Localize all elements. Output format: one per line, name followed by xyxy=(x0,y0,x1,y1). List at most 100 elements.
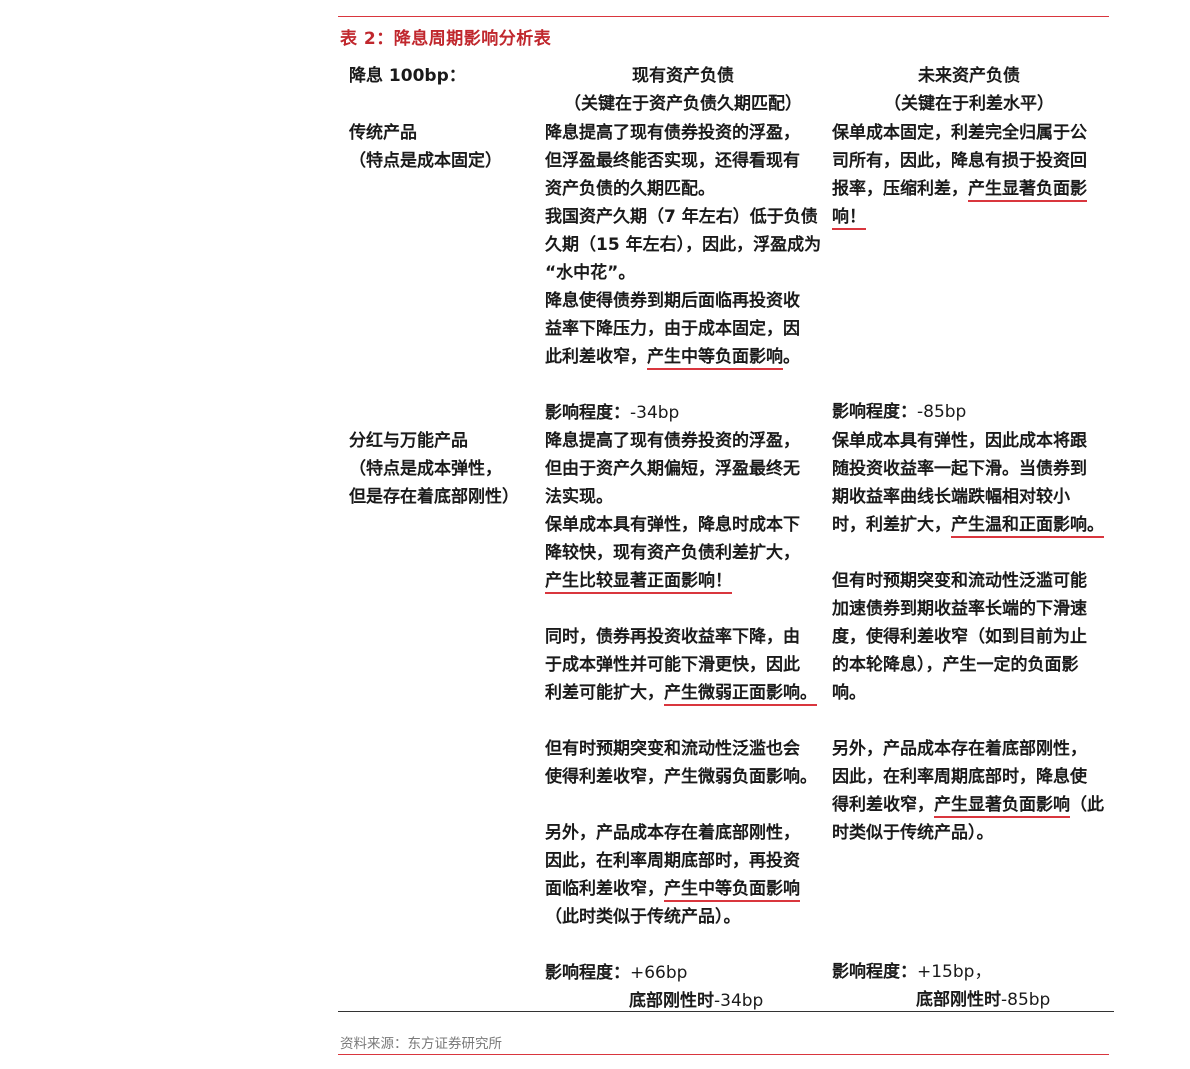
bottom-red-rule xyxy=(338,1054,1109,1055)
impact-line: 影响程度：+66bp xyxy=(545,959,817,987)
highlight-impact: 响！ xyxy=(832,207,866,230)
text-line: 的本轮降息），产生一定的负面影 xyxy=(832,655,1079,675)
text-line: 益率下降压力，由于成本固定，因 xyxy=(545,319,800,339)
text-line: 保单成本具有弹性，因此成本将跟 xyxy=(832,431,1087,451)
text-line: 得利差收窄，产生显著负面影响（此 xyxy=(832,791,1104,819)
highlight-impact: 产生微弱正面影响。 xyxy=(664,683,817,706)
text-line: 久期（15 年左右），因此，浮盈成为 xyxy=(545,235,822,255)
text-line: 因此，在利率周期底部时，降息使 xyxy=(832,767,1087,787)
text-line: 时类似于传统产品）。 xyxy=(832,823,994,843)
text-line: “水中花”。 xyxy=(545,263,636,283)
text-line: （此时类似于传统产品）。 xyxy=(545,907,741,927)
highlight-impact: 产生显著负面影响 xyxy=(934,795,1070,818)
text-line: 面临利差收窄，产生中等负面影响 xyxy=(545,875,817,903)
text-fragment: 时，利差扩大， xyxy=(832,515,951,535)
row2-future-impact: 影响程度：+15bp， 底部刚性时-85bp xyxy=(832,958,1050,1014)
text-line: 但浮盈最终能否实现，还得看现有 xyxy=(545,151,800,171)
text-line: 于成本弹性并可能下滑更快，因此 xyxy=(545,655,800,675)
impact-line-2: 底部刚性时-34bp xyxy=(545,987,817,1015)
text-line: 降息使得债券到期后面临再投资收 xyxy=(545,291,800,311)
text-line: 降息提高了现有债券投资的浮盈， xyxy=(545,123,800,143)
impact-label: 影响程度： xyxy=(832,402,917,422)
text-line: 降较快，现有资产负债利差扩大， xyxy=(545,543,800,563)
text-fragment: 。 xyxy=(783,347,800,367)
text-line: 响。 xyxy=(832,683,866,703)
text-line: 法实现。 xyxy=(545,487,613,507)
text-line: 期收益率曲线长端跌幅相对较小 xyxy=(832,487,1070,507)
highlight-impact: 产生比较显著正面影响！ xyxy=(545,571,732,594)
text-line: 时，利差扩大，产生温和正面影响。 xyxy=(832,511,1104,539)
impact-label: 影响程度： xyxy=(545,963,630,983)
row1-current-cell: 降息提高了现有债券投资的浮盈， 但浮盈最终能否实现，还得看现有 资产负债的久期匹… xyxy=(545,119,821,427)
text-line: 降息提高了现有债券投资的浮盈， xyxy=(545,431,800,451)
text-line: 此利差收窄，产生中等负面影响。 xyxy=(545,343,821,371)
text-fragment: 利差可能扩大， xyxy=(545,683,664,703)
header-future-subtitle: （关键在于利差水平） xyxy=(884,94,1054,114)
header-rate-cut: 降息 100bp： xyxy=(349,66,466,86)
table-bottom-rule xyxy=(338,1011,1114,1012)
text-line: 报率，压缩利差，产生显著负面影 xyxy=(832,175,1087,203)
impact-line: 影响程度：-85bp xyxy=(832,398,966,426)
text-line: 另外，产品成本存在着底部刚性， xyxy=(545,823,800,843)
header-current-subtitle: （关键在于资产负债久期匹配） xyxy=(564,94,802,114)
row-traditional-label: 传统产品 （特点是成本固定） xyxy=(349,119,502,175)
row2-future-cell: 保单成本具有弹性，因此成本将跟 随投资收益率一起下滑。当债券到 期收益率曲线长端… xyxy=(832,427,1104,847)
source-note: 资料来源：东方证券研究所 xyxy=(340,1036,502,1052)
row2-label-title: 分红与万能产品 xyxy=(349,431,468,451)
text-line: 利差可能扩大，产生微弱正面影响。 xyxy=(545,679,817,707)
impact-value: -85bp xyxy=(917,402,967,422)
impact-label: 影响程度： xyxy=(545,403,630,423)
header-col-label: 降息 100bp： xyxy=(349,62,466,90)
text-line: 另外，产品成本存在着底部刚性， xyxy=(832,739,1087,759)
text-fragment: 面临利差收窄， xyxy=(545,879,664,899)
row1-future-cell: 保单成本固定，利差完全归属于公 司所有，因此，降息有损于投资回 报率，压缩利差，… xyxy=(832,119,1087,231)
impact-label: 底部刚性时 xyxy=(916,990,1001,1010)
row2-current-cell: 降息提高了现有债券投资的浮盈， 但由于资产久期偏短，浮盈最终无 法实现。 保单成… xyxy=(545,427,817,1015)
impact-line-2: 底部刚性时-85bp xyxy=(832,986,1050,1014)
text-line: 度，使得利差收窄（如到目前为止 xyxy=(832,627,1087,647)
text-line: 因此，在利率周期底部时，再投资 xyxy=(545,851,800,871)
text-line: 同时，债券再投资收益率下降，由 xyxy=(545,627,800,647)
table-title: 表 2：降息周期影响分析表 xyxy=(340,29,552,49)
row1-label-title: 传统产品 xyxy=(349,123,417,143)
text-line: 随投资收益率一起下滑。当债券到 xyxy=(832,459,1087,479)
impact-value: +15bp， xyxy=(917,962,992,982)
impact-line: 影响程度：+15bp， xyxy=(832,958,1050,986)
row1-label-note: （特点是成本固定） xyxy=(349,151,502,171)
impact-value: -34bp xyxy=(714,991,764,1011)
text-line: 我国资产久期（7 年左右）低于负债 xyxy=(545,207,818,227)
text-line: 资产负债的久期匹配。 xyxy=(545,179,715,199)
row-participating-label: 分红与万能产品 （特点是成本弹性， 但是存在着底部刚性） xyxy=(349,427,519,511)
text-line: 司所有，因此，降息有损于投资回 xyxy=(832,151,1087,171)
text-line: 产生比较显著正面影响！ xyxy=(545,567,817,595)
highlight-impact: 产生中等负面影响 xyxy=(647,347,783,370)
text-line: 加速债券到期收益率长端的下滑速 xyxy=(832,599,1087,619)
highlight-impact: 产生中等负面影响 xyxy=(664,879,800,902)
text-line: 但由于资产久期偏短，浮盈最终无 xyxy=(545,459,800,479)
text-line: 保单成本固定，利差完全归属于公 xyxy=(832,123,1087,143)
top-red-rule xyxy=(338,16,1109,17)
impact-label: 影响程度： xyxy=(832,962,917,982)
header-future-assets: 未来资产负债 （关键在于利差水平） xyxy=(826,62,1112,118)
text-fragment: 报率，压缩利差， xyxy=(832,179,968,199)
text-line: 但有时预期突变和流动性泛滥可能 xyxy=(832,571,1087,591)
row2-label-note: 但是存在着底部刚性） xyxy=(349,487,519,507)
row2-label-note: （特点是成本弹性， xyxy=(349,459,502,479)
text-fragment: 得利差收窄， xyxy=(832,795,934,815)
highlight-impact: 产生温和正面影响。 xyxy=(951,515,1104,538)
header-current-title: 现有资产负债 xyxy=(632,66,734,86)
impact-value: -34bp xyxy=(630,403,680,423)
text-line: 保单成本具有弹性，降息时成本下 xyxy=(545,515,800,535)
text-line: 但有时预期突变和流动性泛滥也会 xyxy=(545,739,800,759)
header-current-assets: 现有资产负债 （关键在于资产负债久期匹配） xyxy=(540,62,826,118)
impact-value: -85bp xyxy=(1001,990,1051,1010)
row1-future-impact: 影响程度：-85bp xyxy=(832,398,966,426)
text-line: 使得利差收窄，产生微弱负面影响。 xyxy=(545,767,817,787)
text-fragment: 此利差收窄， xyxy=(545,347,647,367)
text-line: 响！ xyxy=(832,203,1087,231)
text-fragment: （此 xyxy=(1070,795,1104,815)
impact-value: +66bp xyxy=(630,963,688,983)
impact-line: 影响程度：-34bp xyxy=(545,399,821,427)
highlight-impact: 产生显著负面影 xyxy=(968,179,1087,202)
impact-label: 底部刚性时 xyxy=(629,991,714,1011)
